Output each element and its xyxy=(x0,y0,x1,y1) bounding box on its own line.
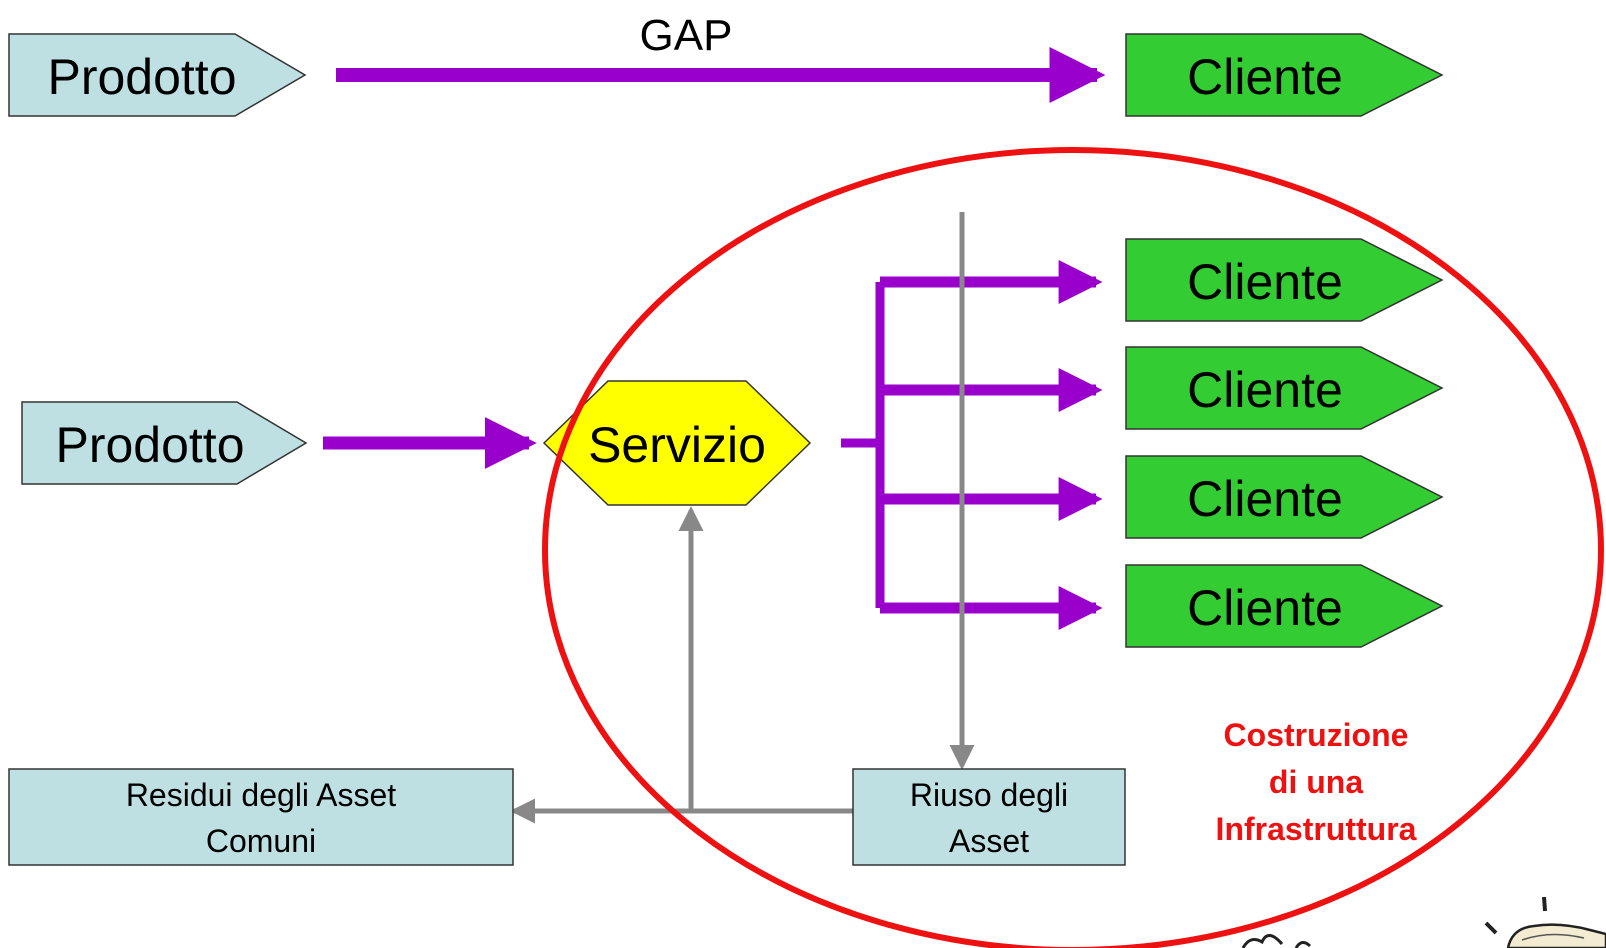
client-label-1: Cliente xyxy=(1187,254,1343,310)
product-shape-service-row xyxy=(21,401,308,485)
gap-label: GAP xyxy=(640,11,733,60)
reuse-box xyxy=(852,768,1126,866)
reuse-label-line-1: Riuso degli xyxy=(910,777,1068,813)
client-label-top: Cliente xyxy=(1187,49,1343,105)
service-fanout xyxy=(841,260,1103,630)
residues-label-line-2: Comuni xyxy=(206,823,316,859)
client-label-4: Cliente xyxy=(1187,580,1343,636)
client-shape-top xyxy=(1125,33,1444,117)
service-shape xyxy=(542,380,812,506)
residues-box xyxy=(8,768,514,866)
client-label-3: Cliente xyxy=(1187,471,1343,527)
product-label-top: Prodotto xyxy=(47,49,236,105)
client-shape-4 xyxy=(1125,564,1444,648)
infrastructure-label-line-3: Infrastruttura xyxy=(1216,811,1417,847)
service-label: Servizio xyxy=(588,417,766,473)
client-shape-1 xyxy=(1125,238,1444,322)
infrastructure-label-line-1: Costruzione xyxy=(1224,717,1409,753)
client-shape-3 xyxy=(1125,455,1444,539)
infrastructure-label-line-2: di una xyxy=(1269,764,1363,800)
client-shape-2 xyxy=(1125,346,1444,430)
scroll-paper-icon xyxy=(1241,896,1606,948)
product-label-service-row: Prodotto xyxy=(55,417,244,473)
product-shape-top xyxy=(8,33,307,117)
residues-label-line-1: Residui degli Asset xyxy=(126,777,396,813)
infrastructure-ellipse xyxy=(542,147,1604,948)
reuse-label-line-2: Asset xyxy=(949,823,1029,859)
client-label-2: Cliente xyxy=(1187,362,1343,418)
